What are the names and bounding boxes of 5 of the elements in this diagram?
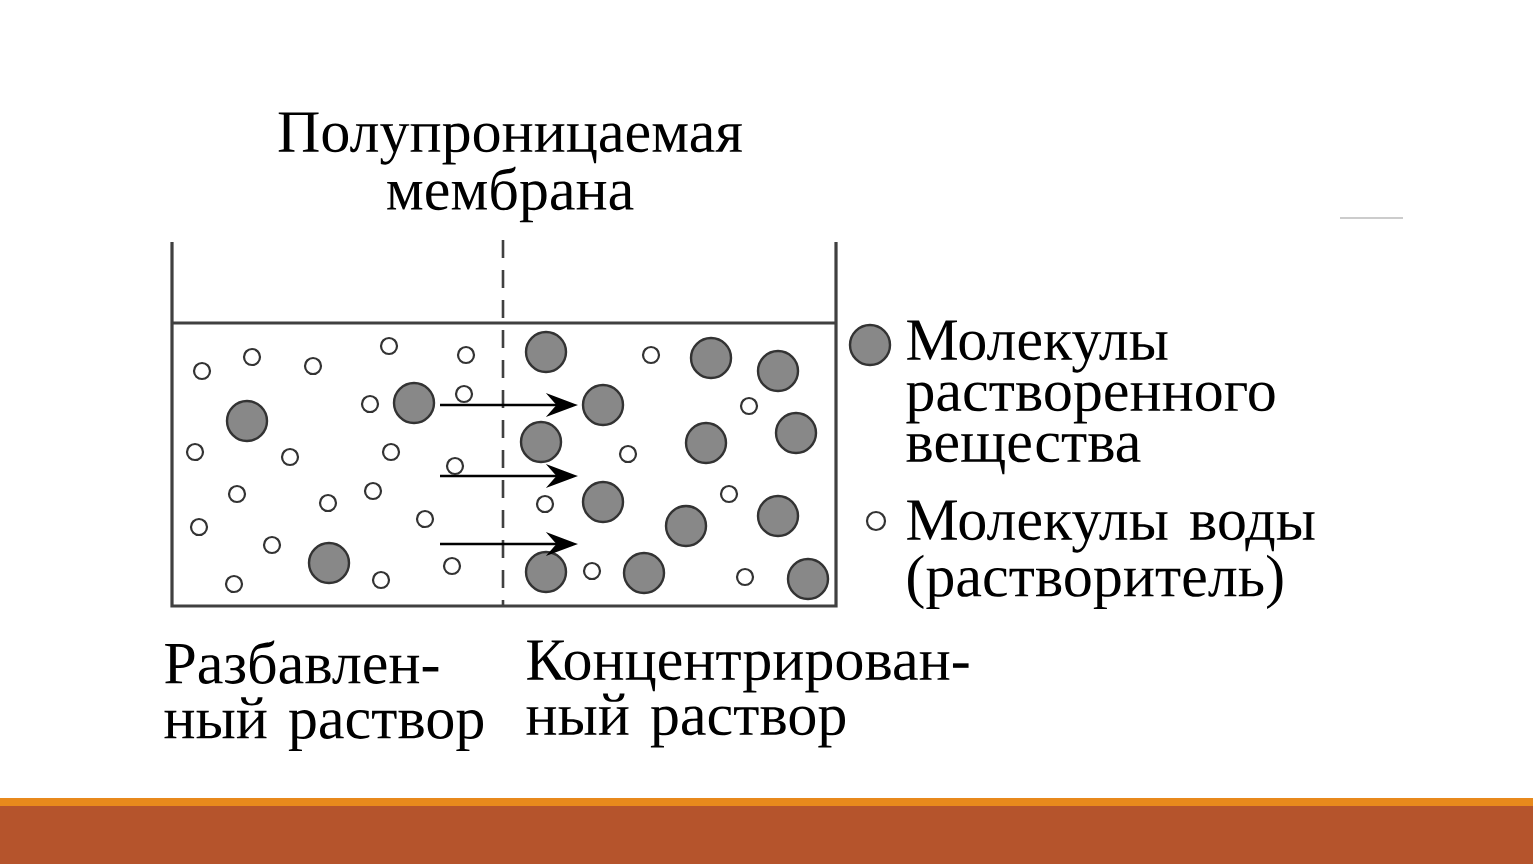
legend-text: Молекулы растворенного вещества bbox=[906, 320, 1275, 475]
solution-label: Концентрирован- ный раствор bbox=[526, 640, 969, 748]
legend-text: Молекулы воды (растворитель) bbox=[907, 500, 1315, 610]
membrane-label: Полупроницаемая мембрана bbox=[278, 112, 742, 223]
solution-label: Разбавлен- ный раствор bbox=[164, 640, 484, 752]
